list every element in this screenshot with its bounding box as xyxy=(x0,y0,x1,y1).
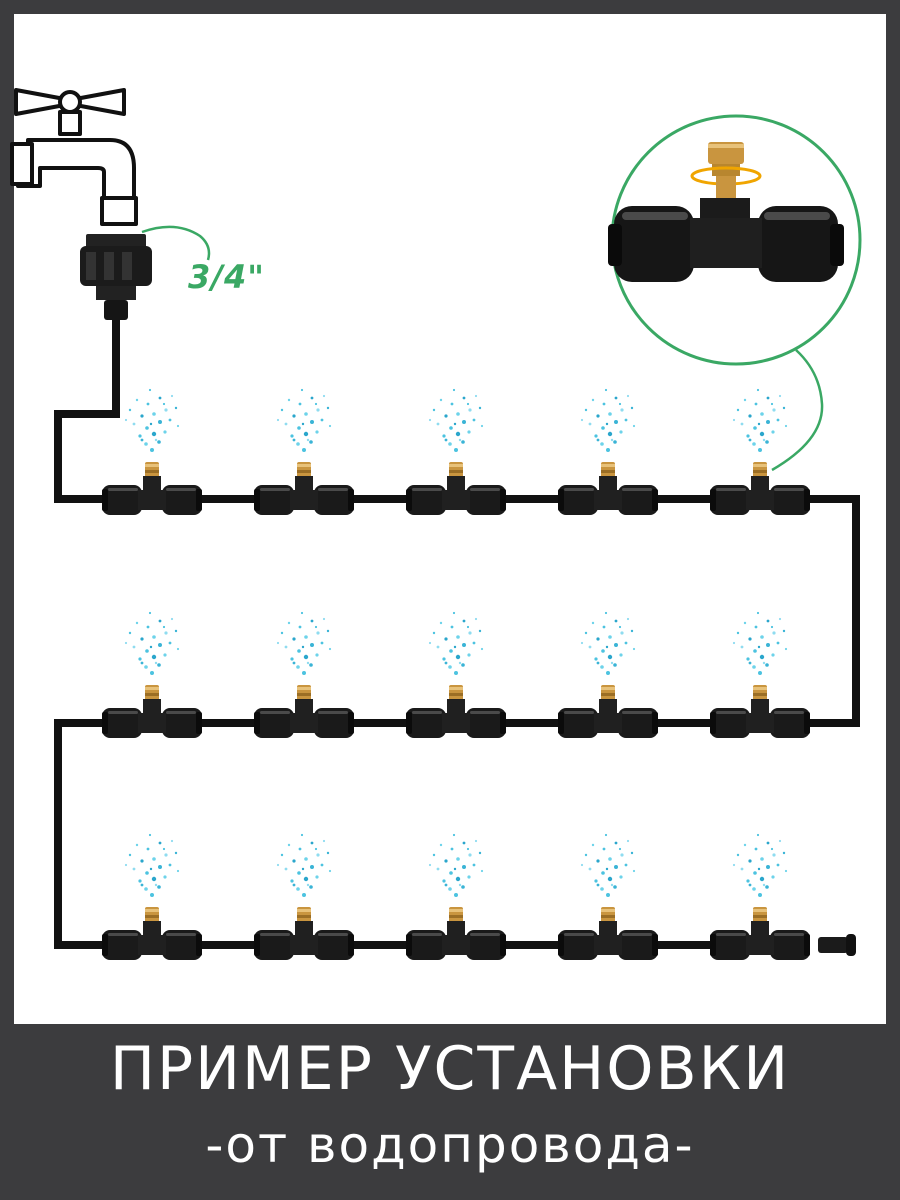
tee-connector-icon xyxy=(710,611,810,738)
caption-title: ПРИМЕР УСТАНОВКИ xyxy=(109,1034,791,1104)
installation-diagram xyxy=(10,88,862,960)
tee-connector-icon xyxy=(254,611,354,738)
tee-connector-icon xyxy=(406,833,506,960)
tee-connector-icon xyxy=(406,611,506,738)
caption: ПРИМЕР УСТАНОВКИ -от водопровода- xyxy=(0,1028,900,1180)
tee-connector-icon xyxy=(558,388,658,515)
tee-connector-icon xyxy=(254,833,354,960)
tee-connector-icon xyxy=(254,388,354,515)
thread-size-label: 3/4" xyxy=(188,258,265,296)
tee-connector-icon xyxy=(406,388,506,515)
end-plug-icon xyxy=(818,934,856,956)
caption-subtitle: -от водопровода- xyxy=(205,1116,695,1174)
tee-connector-icon xyxy=(102,611,202,738)
tee-connector-icon xyxy=(102,833,202,960)
tee-connector-closeup xyxy=(608,142,844,282)
thread-callout-line xyxy=(141,225,211,261)
tee-connector-icon xyxy=(558,833,658,960)
water-tap-icon xyxy=(10,88,138,226)
tee-connector-icon xyxy=(710,388,810,515)
tee-connector-icon xyxy=(558,611,658,738)
tap-adapter-icon xyxy=(80,234,152,320)
zoom-callout-line xyxy=(771,349,824,472)
tee-connector-icon xyxy=(710,833,810,960)
water-pipe xyxy=(54,318,860,949)
